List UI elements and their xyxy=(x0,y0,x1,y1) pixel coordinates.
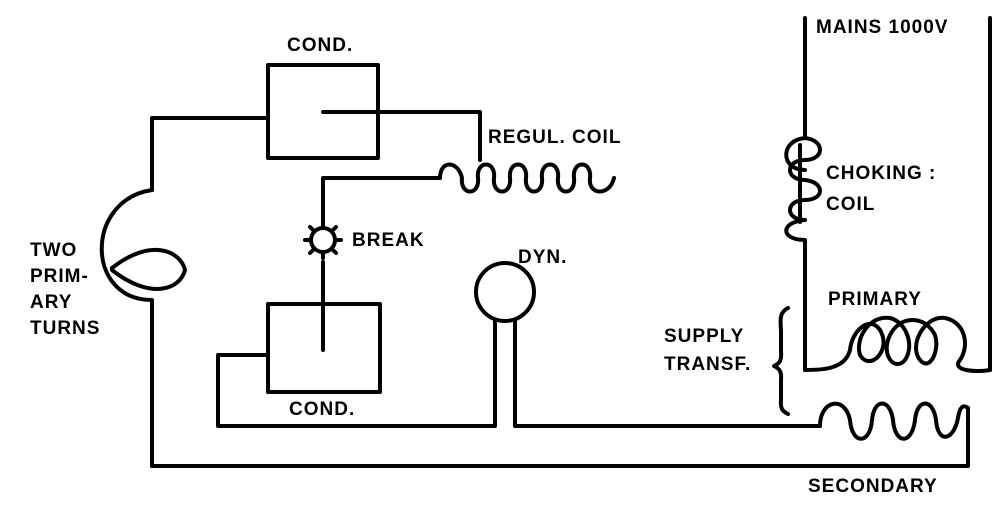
wire-regul-to-break xyxy=(321,176,442,224)
cond-top-label: COND. xyxy=(287,35,354,56)
condenser-bottom xyxy=(266,302,382,394)
dynamo xyxy=(474,261,536,323)
wire-dynamo-to-secondary xyxy=(513,318,822,428)
supply-transf-label: SUPPLY TRANSF. xyxy=(664,326,752,375)
choking-coil xyxy=(784,136,822,372)
dyn-label: DYN. xyxy=(518,247,568,268)
break-label: BREAK xyxy=(352,230,425,251)
two-primary-turns-label: TWO PRIM- ARY TURNS xyxy=(30,240,101,339)
primary-coil xyxy=(803,315,992,373)
choking-coil-label-2: COIL xyxy=(826,194,876,215)
primary-turns-loops xyxy=(99,188,187,468)
choking-coil-label-1: CHOKING : xyxy=(826,163,937,184)
regulating-coil xyxy=(438,162,616,194)
wire-cond-bottom-loop xyxy=(216,318,497,428)
mains-label: MAINS 1000V xyxy=(816,17,949,38)
regul-coil-label: REGUL. COIL xyxy=(488,127,622,148)
secondary-coil xyxy=(818,401,970,441)
cond-bottom-label: COND. xyxy=(289,399,356,420)
wire-mains-left xyxy=(784,16,807,172)
primary-label: PRIMARY xyxy=(828,289,922,310)
transformer-brace xyxy=(772,306,790,416)
break-symbol xyxy=(303,220,343,260)
wire-cond-top-to-regul xyxy=(321,110,482,162)
secondary-label: SECONDARY xyxy=(808,476,938,497)
wire-bottom-return xyxy=(150,406,970,468)
wire-outer-top xyxy=(150,116,270,192)
